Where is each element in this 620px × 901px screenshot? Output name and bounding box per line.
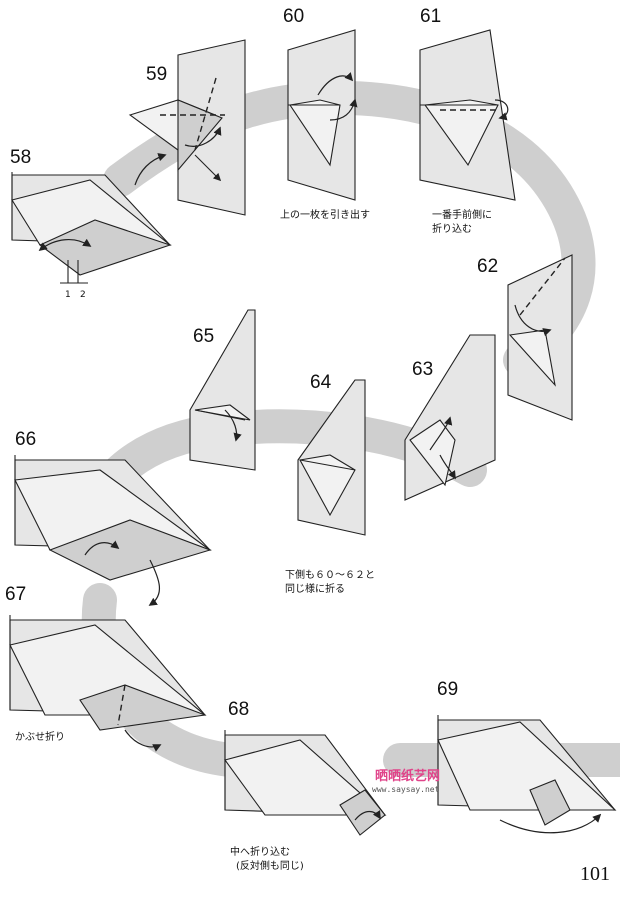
watermark-brand: 晒晒纸艺网 (375, 768, 440, 784)
step-number-67: 67 (5, 584, 26, 605)
step-number-65: 65 (193, 326, 214, 347)
step-61: 61 一番手前側に 折り込む (419, 6, 516, 235)
step-59: 59 (128, 39, 246, 216)
page-number: 101 (580, 863, 610, 885)
tick-label-2: 2 (80, 290, 86, 300)
tick-label-1: 1 (65, 290, 71, 300)
step-number-59: 59 (146, 64, 167, 85)
step-58: 58 1 2 (10, 147, 172, 300)
watermark: 晒晒纸艺网 www.saysay.net (372, 768, 440, 794)
step-66: 66 (14, 429, 212, 606)
step-63: 63 (404, 334, 496, 501)
step-number-58: 58 (10, 147, 31, 168)
note-step-61-line1: 一番手前側に (432, 208, 492, 221)
watermark-url: www.saysay.net (372, 785, 440, 794)
step-67: 67 かぶせ折り (5, 584, 207, 752)
step-number-69: 69 (437, 679, 458, 700)
step-number-62: 62 (477, 256, 498, 277)
step-number-66: 66 (15, 429, 36, 450)
step-69: 69 (437, 679, 617, 834)
step-number-68: 68 (228, 699, 249, 720)
note-step-61-line2: 折り込む (432, 222, 472, 235)
step-number-64: 64 (310, 372, 332, 393)
step-68: 68 中へ折り込む (反対側も同じ) (224, 699, 387, 872)
note-step-67: かぶせ折り (15, 730, 65, 743)
note-step-64-line2: 同じ様に折る (285, 582, 345, 595)
step-number-61: 61 (420, 6, 441, 27)
note-step-68-line2: (反対側も同じ) (236, 859, 304, 872)
step-60: 60 上の一枚を引き出す (280, 6, 370, 221)
step-number-63: 63 (412, 359, 433, 380)
step-65: 65 (189, 309, 256, 471)
step-62: 62 (477, 254, 573, 421)
note-step-60: 上の一枚を引き出す (280, 208, 370, 221)
note-step-64-line1: 下側も６０～６２と (285, 568, 375, 581)
step-number-60: 60 (283, 6, 304, 27)
step-64: 64 下側も６０～６２と 同じ様に折る (285, 372, 375, 595)
note-step-68-line1: 中へ折り込む (230, 845, 290, 858)
